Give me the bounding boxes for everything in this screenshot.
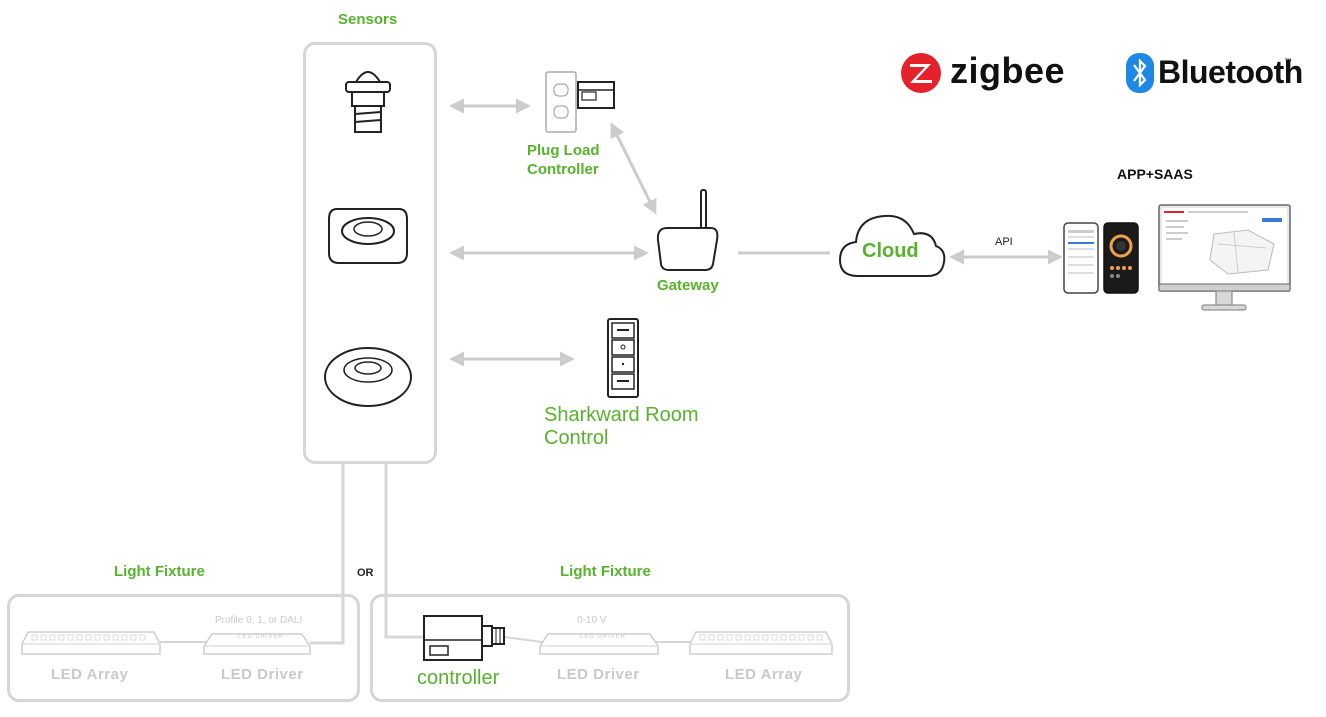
api-label: API <box>995 236 1013 248</box>
plug-load-controller-icon <box>545 71 615 133</box>
gateway-label: Gateway <box>657 277 719 294</box>
led-driver-left-plate: LED DRIVER <box>238 634 285 640</box>
gateway-icon <box>656 189 719 271</box>
zigbee-logo-icon <box>901 53 941 93</box>
sensors-title: Sensors <box>338 11 398 28</box>
controller-icon <box>423 615 505 661</box>
wire-right-fixture <box>384 463 425 639</box>
led-driver-left-icon <box>203 633 311 655</box>
wire-left-fixture <box>310 463 345 645</box>
fixture-right-title: Light Fixture <box>560 563 651 580</box>
led-array-left-icon <box>21 631 161 655</box>
bluetooth-logo-icon <box>1126 53 1154 93</box>
square-sensor-icon <box>328 208 408 264</box>
fixture-left-title: Light Fixture <box>114 563 205 580</box>
fixture-left-panel <box>7 594 360 702</box>
room-control-label: Sharkward Room Control <box>544 404 699 449</box>
plug-load-label: Plug Load Controller <box>527 142 600 178</box>
fixture-right-panel <box>370 594 850 702</box>
controller-label: controller <box>417 667 500 689</box>
bluetooth-trademark: ™ <box>1284 57 1292 66</box>
ceiling-sensor-icon <box>345 71 391 133</box>
led-array-right-label: LED Array <box>725 666 803 683</box>
cloud-label: Cloud <box>862 240 919 262</box>
or-label: OR <box>357 567 374 579</box>
led-driver-right-icon <box>539 633 659 655</box>
led-driver-left-label: LED Driver <box>221 666 304 683</box>
bluetooth-wordmark: Bluetooth <box>1158 54 1303 90</box>
driver-note-right: 0-10 V <box>577 615 607 626</box>
arrow-plug-to-gateway <box>610 122 657 215</box>
led-driver-right-plate: LED DRIVER <box>580 634 627 640</box>
led-array-right-icon <box>689 631 833 655</box>
led-array-left-label: LED Array <box>51 666 129 683</box>
cloud-icon <box>838 214 946 277</box>
desktop-monitor-icon <box>1158 204 1291 311</box>
led-driver-right-label: LED Driver <box>557 666 640 683</box>
mobile-apps-icon <box>1063 222 1139 294</box>
sensors-panel <box>303 42 437 464</box>
wire-controller-to-driver <box>503 636 543 643</box>
zigbee-wordmark: zigbee <box>950 50 1066 91</box>
round-sensor-icon <box>324 347 412 407</box>
app-saas-title: APP+SAAS <box>1117 166 1193 182</box>
room-control-keypad-icon <box>607 318 639 398</box>
driver-note-left: Profile 0, 1, or DALI <box>215 615 303 626</box>
